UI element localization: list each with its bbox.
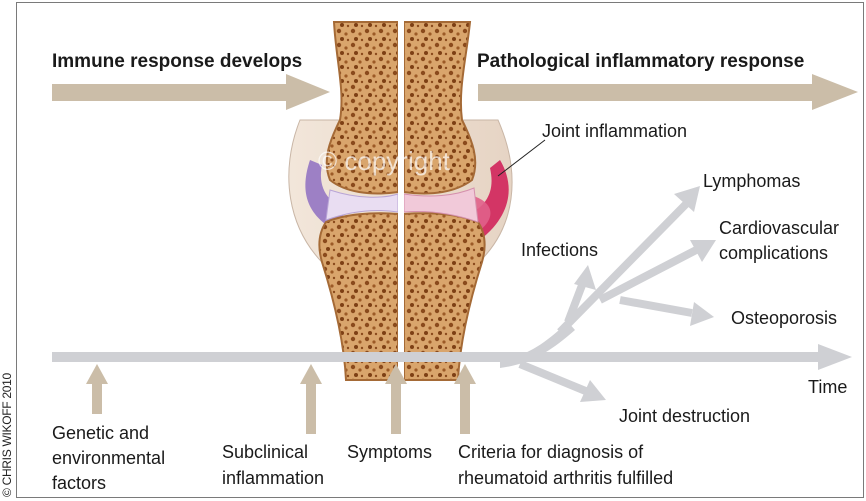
- inflammatory-response-arrow: [478, 74, 858, 110]
- label-lymphomas: Lymphomas: [703, 170, 800, 192]
- joint-illustration: [289, 20, 512, 382]
- label-joint-destruction: Joint destruction: [619, 405, 750, 427]
- label-criteria-1: Criteria for diagnosis of: [458, 441, 643, 463]
- label-subclinical-1: Subclinical: [222, 441, 308, 463]
- label-cardiovascular-1: Cardiovascular: [719, 217, 839, 239]
- label-osteoporosis: Osteoporosis: [731, 307, 837, 329]
- artist-credit: © CHRIS WIKOFF 2010: [0, 373, 14, 497]
- label-genetic-2: environmental: [52, 447, 165, 469]
- heading-inflammatory-response: Pathological inflammatory response: [477, 51, 804, 73]
- branch-osteoporosis: [620, 300, 714, 326]
- label-subclinical-2: inflammation: [222, 467, 324, 489]
- label-criteria-2: rheumatoid arthritis fulfilled: [458, 467, 673, 489]
- label-genetic-1: Genetic and: [52, 422, 149, 444]
- stage-arrow-subclinical: [300, 364, 322, 434]
- label-infections: Infections: [521, 239, 598, 261]
- label-symptoms: Symptoms: [347, 441, 432, 463]
- label-time: Time: [808, 376, 847, 398]
- label-genetic-3: factors: [52, 472, 106, 494]
- stage-arrow-genetic: [86, 364, 108, 414]
- branch-joint-destruction: [520, 364, 606, 402]
- immune-response-arrow: [52, 74, 330, 110]
- label-cardiovascular-2: complications: [719, 242, 828, 264]
- copyright-watermark: © copyright: [318, 150, 450, 172]
- label-joint-inflammation: Joint inflammation: [542, 120, 687, 142]
- heading-immune-response: Immune response develops: [52, 51, 302, 73]
